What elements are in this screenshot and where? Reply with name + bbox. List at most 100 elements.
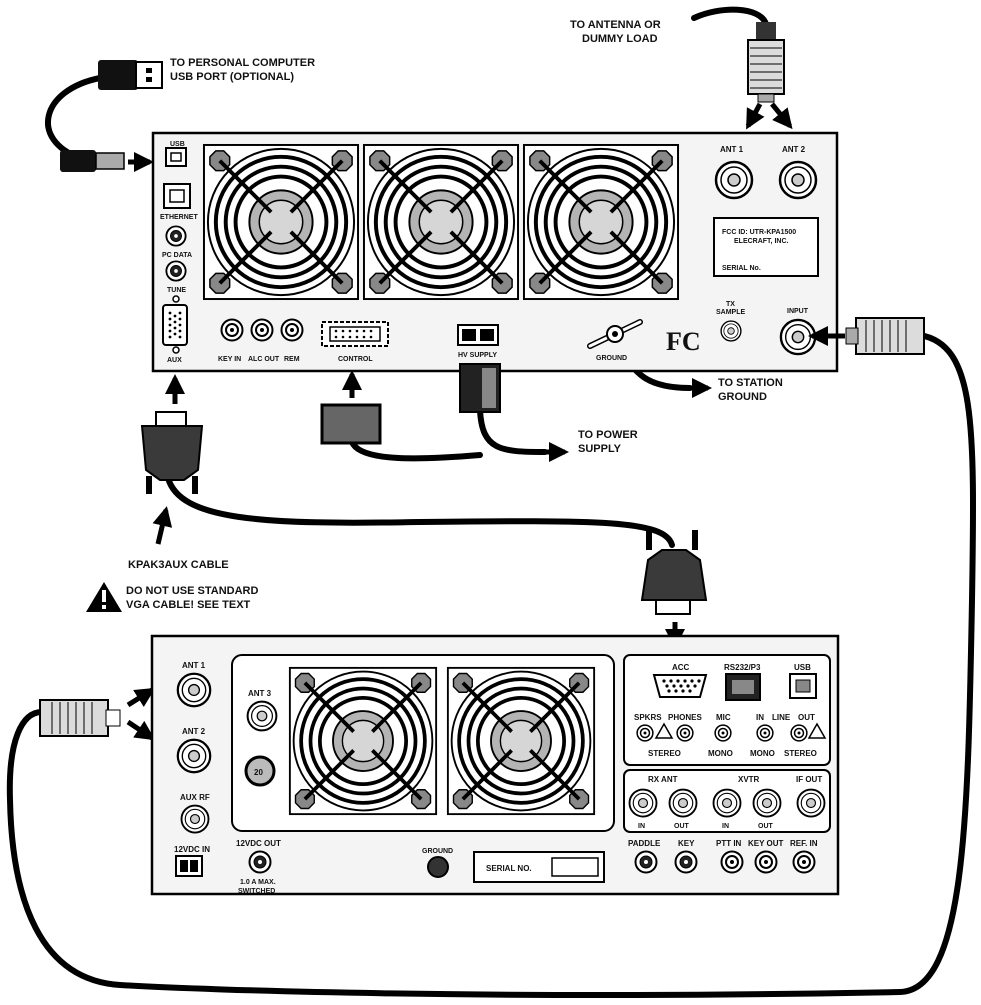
radio-rx-ant-label: RX ANT xyxy=(648,775,678,784)
callout-pc-1: TO PERSONAL COMPUTER xyxy=(170,57,315,69)
radio-rx-out-label: OUT xyxy=(674,823,690,830)
radio-ant1-connector[interactable] xyxy=(176,672,212,708)
radio-dc-out-note-1: 1.0 A MAX. xyxy=(240,879,276,886)
radio-stereo-label-1: STEREO xyxy=(648,749,681,758)
amp-key-in-label: KEY IN xyxy=(218,356,241,363)
amp-tx-sample-connector[interactable] xyxy=(720,320,742,342)
amp-ethernet-port[interactable] xyxy=(163,183,191,209)
amp-rem-jack[interactable] xyxy=(280,318,304,342)
radio-dc-in-port[interactable] xyxy=(175,855,203,877)
radio-ref-in-jack[interactable] xyxy=(792,850,816,874)
aux-db15-plug xyxy=(140,411,204,494)
radio-xvtr-out-connector[interactable] xyxy=(752,788,782,818)
antenna-plug xyxy=(747,22,785,103)
amp-fan-3 xyxy=(522,142,680,302)
radio-dc-out-label: 12VDC OUT xyxy=(236,839,281,848)
radio-ant3-connector[interactable] xyxy=(246,700,278,732)
amp-ant1-label: ANT 1 xyxy=(720,145,744,154)
radio-if-out-connector[interactable] xyxy=(796,788,826,818)
radio-serial-label: SERIAL NO. xyxy=(486,864,532,873)
antenna-cable xyxy=(691,6,769,27)
amp-ground-stud[interactable] xyxy=(587,319,643,349)
radio-phones-jack[interactable] xyxy=(676,724,694,742)
radio-paddle-label: PADDLE xyxy=(628,839,661,848)
control-cable xyxy=(349,439,483,462)
radio-mono-label-2: MONO xyxy=(750,749,775,758)
radio-spkrs-jack[interactable] xyxy=(636,724,654,742)
radio-line-in-jack[interactable] xyxy=(756,724,774,742)
radio-spkrs-label: SPKRS xyxy=(634,713,662,722)
radio-rear-panel: ANT 1 ANT 2 AUX RF 12VDC IN ANT 3 20 12V… xyxy=(150,634,840,896)
amp-aux-label: AUX xyxy=(167,357,182,364)
radio-xvtr-in-label: IN xyxy=(722,823,729,830)
radio-ptt-in-jack[interactable] xyxy=(720,850,744,874)
radio-key-label: KEY xyxy=(678,839,695,848)
amp-ground-label: GROUND xyxy=(596,355,627,362)
hv-cable xyxy=(477,407,548,455)
radio-fuse-holder[interactable] xyxy=(244,755,276,787)
callout-ground-1: TO STATION xyxy=(718,377,783,389)
amp-tx-sample-label-2: SAMPLE xyxy=(716,309,746,316)
amplifier-rear-panel: USB ETHERNET PC DATA TUNE AUX KEY IN ALC… xyxy=(151,131,839,373)
acc-db15-plug xyxy=(640,530,708,615)
radio-rx-in-label: IN xyxy=(638,823,645,830)
radio-warning-icon-2 xyxy=(807,722,827,739)
amp-ant2-connector[interactable] xyxy=(778,160,818,200)
radio-xvtr-out-label: OUT xyxy=(758,823,774,830)
radio-ground-post[interactable] xyxy=(427,856,449,878)
radio-acc-port[interactable] xyxy=(653,674,707,698)
amp-usb-port[interactable] xyxy=(165,147,187,167)
radio-key-jack[interactable] xyxy=(674,850,698,874)
amp-usb-label: USB xyxy=(170,141,185,148)
amp-pc-data-jack[interactable] xyxy=(165,225,187,247)
callout-antenna-2: DUMMY LOAD xyxy=(582,33,658,45)
radio-line-in-label: IN xyxy=(756,713,764,722)
radio-ant3-label: ANT 3 xyxy=(248,689,272,698)
fcc-logo: FC xyxy=(666,327,701,356)
amp-input-label: INPUT xyxy=(787,308,809,315)
amp-tune-jack[interactable] xyxy=(165,260,187,282)
radio-mic-jack[interactable] xyxy=(714,724,732,742)
fcc-label-plate xyxy=(713,217,819,277)
amp-ant1-connector[interactable] xyxy=(714,160,754,200)
radio-xvtr-label: XVTR xyxy=(738,775,760,784)
radio-ant2-label: ANT 2 xyxy=(182,727,206,736)
radio-paddle-jack[interactable] xyxy=(634,850,658,874)
usb-b-plug xyxy=(60,150,125,172)
radio-key-out-jack[interactable] xyxy=(754,850,778,874)
radio-if-out-label: IF OUT xyxy=(796,775,822,784)
hv-supply-plug xyxy=(459,363,501,413)
radio-warning-icon-1 xyxy=(654,722,674,739)
radio-phones-label: PHONES xyxy=(668,713,702,722)
amp-rem-label: REM xyxy=(284,356,300,363)
amp-pc-data-label: PC DATA xyxy=(162,252,192,259)
callout-antenna-1: TO ANTENNA OR xyxy=(570,19,661,31)
radio-xvtr-in-connector[interactable] xyxy=(712,788,742,818)
radio-mic-label: MIC xyxy=(716,713,731,722)
radio-dc-out-jack[interactable] xyxy=(248,850,272,874)
amp-tune-label: TUNE xyxy=(167,287,186,294)
radio-line-label: LINE xyxy=(772,713,791,722)
radio-aux-rf-connector[interactable] xyxy=(180,804,210,834)
radio-rs232-label: RS232/P3 xyxy=(724,663,761,672)
amp-fan-1 xyxy=(202,142,360,302)
amp-aux-port[interactable] xyxy=(162,304,188,346)
radio-rx-ant-in-connector[interactable] xyxy=(628,788,658,818)
radio-rx-ant-out-connector[interactable] xyxy=(668,788,698,818)
amp-alc-out-label: ALC OUT xyxy=(248,356,280,363)
amp-key-in-jack[interactable] xyxy=(220,318,244,342)
callout-power-1: TO POWER xyxy=(578,429,638,441)
amp-alc-out-jack[interactable] xyxy=(250,318,274,342)
radio-fan-1 xyxy=(288,666,438,816)
amp-input-connector[interactable] xyxy=(779,318,817,356)
input-plug xyxy=(845,317,925,355)
callout-ground-2: GROUND xyxy=(718,391,767,403)
radio-line-out-jack[interactable] xyxy=(790,724,808,742)
radio-ant1-label: ANT 1 xyxy=(182,661,206,670)
radio-ant2-connector[interactable] xyxy=(176,738,212,774)
amp-fan-2 xyxy=(362,142,520,302)
aux-cable xyxy=(165,475,675,548)
radio-dc-in-label: 12VDC IN xyxy=(174,845,210,854)
warning-text-2: VGA CABLE! SEE TEXT xyxy=(126,599,251,611)
amp-hv-supply-label: HV SUPPLY xyxy=(458,352,497,359)
